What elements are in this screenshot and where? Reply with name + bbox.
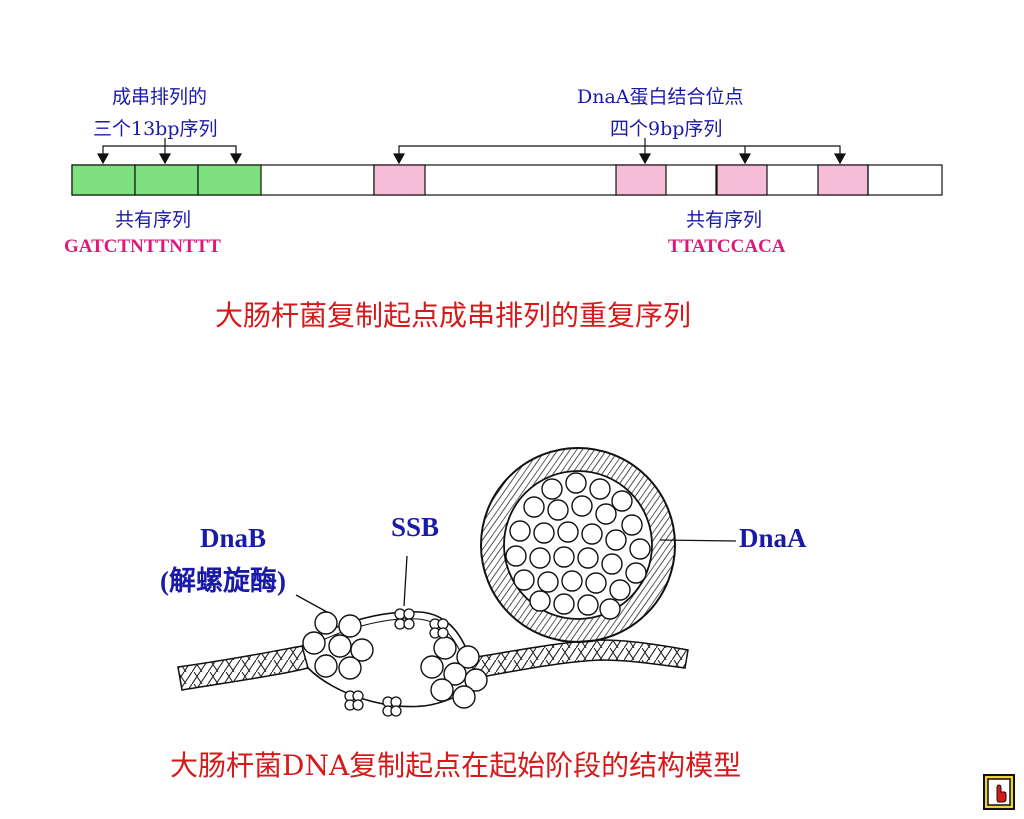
- dnab-sublabel: (解螺旋酶): [160, 566, 286, 596]
- repeat-13bp-box: [71, 164, 136, 196]
- bottom-caption: 大肠杆菌DNA复制起点在起始阶段的结构模型: [170, 749, 742, 782]
- dnab-helicase-right: [420, 636, 488, 709]
- dnab-helicase-left: [302, 611, 374, 680]
- repeat-9bp-box: [817, 164, 869, 196]
- pointing-hand-icon[interactable]: [983, 774, 1015, 810]
- dnab-label: DnaB: [200, 523, 267, 553]
- right-consensus-label: 共有序列: [686, 209, 763, 231]
- ssb-pointer: [403, 555, 408, 607]
- dna-duplex: [177, 611, 689, 708]
- repeat-9bp-box: [373, 164, 426, 196]
- repeat-9bp-box: [716, 164, 768, 196]
- dnaa-label: DnaA: [739, 523, 807, 553]
- left-bracket-arrows: [96, 138, 243, 165]
- top-caption: 大肠杆菌复制起点成串排列的重复序列: [215, 299, 692, 332]
- right-bracket-arrows: [392, 138, 847, 165]
- right-repeat-label-line2: 四个9bp序列: [610, 118, 723, 140]
- repeat-13bp-box: [197, 164, 262, 196]
- left-consensus-label: 共有序列: [115, 209, 192, 231]
- repeat-9bp-box: [615, 164, 667, 196]
- left-repeat-label-line1: 成串排列的: [112, 86, 208, 108]
- origin-sequence-bar: [71, 164, 943, 196]
- ssb-label: SSB: [391, 512, 440, 542]
- right-consensus-sequence: TTATCCACA: [668, 236, 786, 257]
- repeat-13bp-box: [134, 164, 199, 196]
- left-repeat-label-line2: 三个13bp序列: [93, 118, 218, 140]
- right-repeat-label-line1: DnaA蛋白结合位点: [577, 86, 744, 108]
- ssb-proteins: [344, 608, 449, 717]
- dnab-pointer: [295, 594, 328, 613]
- dnaa-complex: [480, 447, 737, 643]
- left-consensus-sequence: GATCTNTTNTTT: [64, 236, 221, 257]
